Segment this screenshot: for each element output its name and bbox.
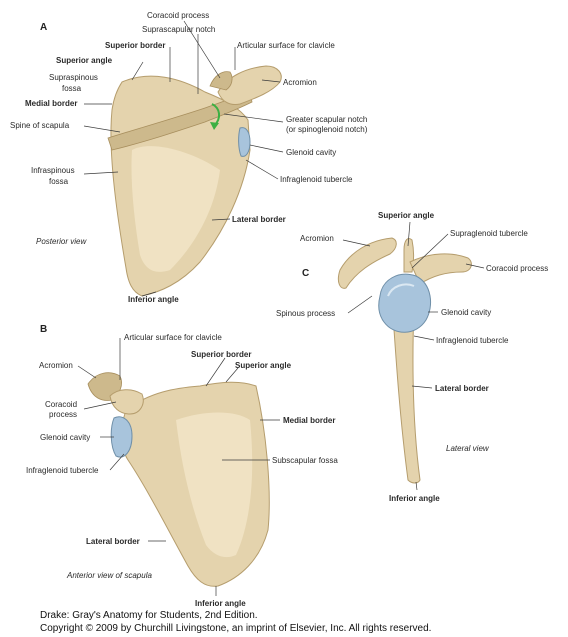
label-posterior-view: Posterior view [36,237,87,246]
label-medial-border-b: Medial border [283,416,335,425]
label-coracoid-process-a: Coracoid process [147,11,209,20]
label-superior-border-b: Superior border [191,350,251,359]
credit-line-2: Copyright © 2009 by Churchill Livingston… [40,623,431,634]
label-anterior-view: Anterior view of scapula [66,571,152,580]
label-infraspinous-fossa-2: fossa [49,177,69,186]
label-superior-angle-c: Superior angle [378,211,435,220]
label-suprascapular-notch: Suprascapular notch [142,25,215,34]
label-infraglenoid-tubercle-c: Infraglenoid tubercle [436,336,509,345]
label-supraspinous-fossa-2: fossa [62,84,82,93]
label-glenoid-cavity-a: Glenoid cavity [286,148,336,157]
label-coracoid-process-b-1: Coracoid [45,400,77,409]
label-infraglenoid-tubercle-b: Infraglenoid tubercle [26,466,99,475]
label-lateral-border-a: Lateral border [232,215,286,224]
label-superior-angle-b: Superior angle [235,361,292,370]
panel-label-a: A [40,22,47,33]
label-spine-of-scapula: Spine of scapula [10,121,70,130]
label-glenoid-cavity-c: Glenoid cavity [441,308,491,317]
label-acromion-a: Acromion [283,78,317,87]
label-superior-angle-a: Superior angle [56,56,113,65]
anterior-view-illustration [88,373,269,587]
label-articular-surface-clavicle-b: Articular surface for clavicle [124,333,222,342]
label-inferior-angle-b: Inferior angle [195,599,246,608]
label-medial-border-a: Medial border [25,99,77,108]
label-lateral-border-b: Lateral border [86,537,140,546]
posterior-view-illustration [108,66,281,296]
label-coracoid-process-b-2: process [49,410,77,419]
panel-label-b: B [40,324,47,335]
label-greater-scapular-notch-2: (or spinoglenoid notch) [286,125,368,134]
credit-line-1: Drake: Gray's Anatomy for Students, 2nd … [40,610,258,621]
label-acromion-b: Acromion [39,361,73,370]
label-infraspinous-fossa-1: Infraspinous [31,166,75,175]
label-superior-border-a: Superior border [105,41,165,50]
label-infraglenoid-tubercle-a: Infraglenoid tubercle [280,175,353,184]
label-inferior-angle-a: Inferior angle [128,295,179,304]
label-coracoid-process-c: Coracoid process [486,264,548,273]
label-articular-surface-clavicle-a: Articular surface for clavicle [237,41,335,50]
label-greater-scapular-notch-1: Greater scapular notch [286,115,367,124]
label-supraglenoid-tubercle: Supraglenoid tubercle [450,229,528,238]
label-lateral-border-c: Lateral border [435,384,489,393]
label-supraspinous-fossa-1: Supraspinous [49,73,98,82]
label-subscapular-fossa: Subscapular fossa [272,456,338,465]
label-lateral-view: Lateral view [446,444,490,453]
label-spinous-process: Spinous process [276,309,335,318]
label-inferior-angle-c: Inferior angle [389,494,440,503]
panel-label-c: C [302,268,309,279]
label-acromion-c: Acromion [300,234,334,243]
label-glenoid-cavity-b: Glenoid cavity [40,433,90,442]
